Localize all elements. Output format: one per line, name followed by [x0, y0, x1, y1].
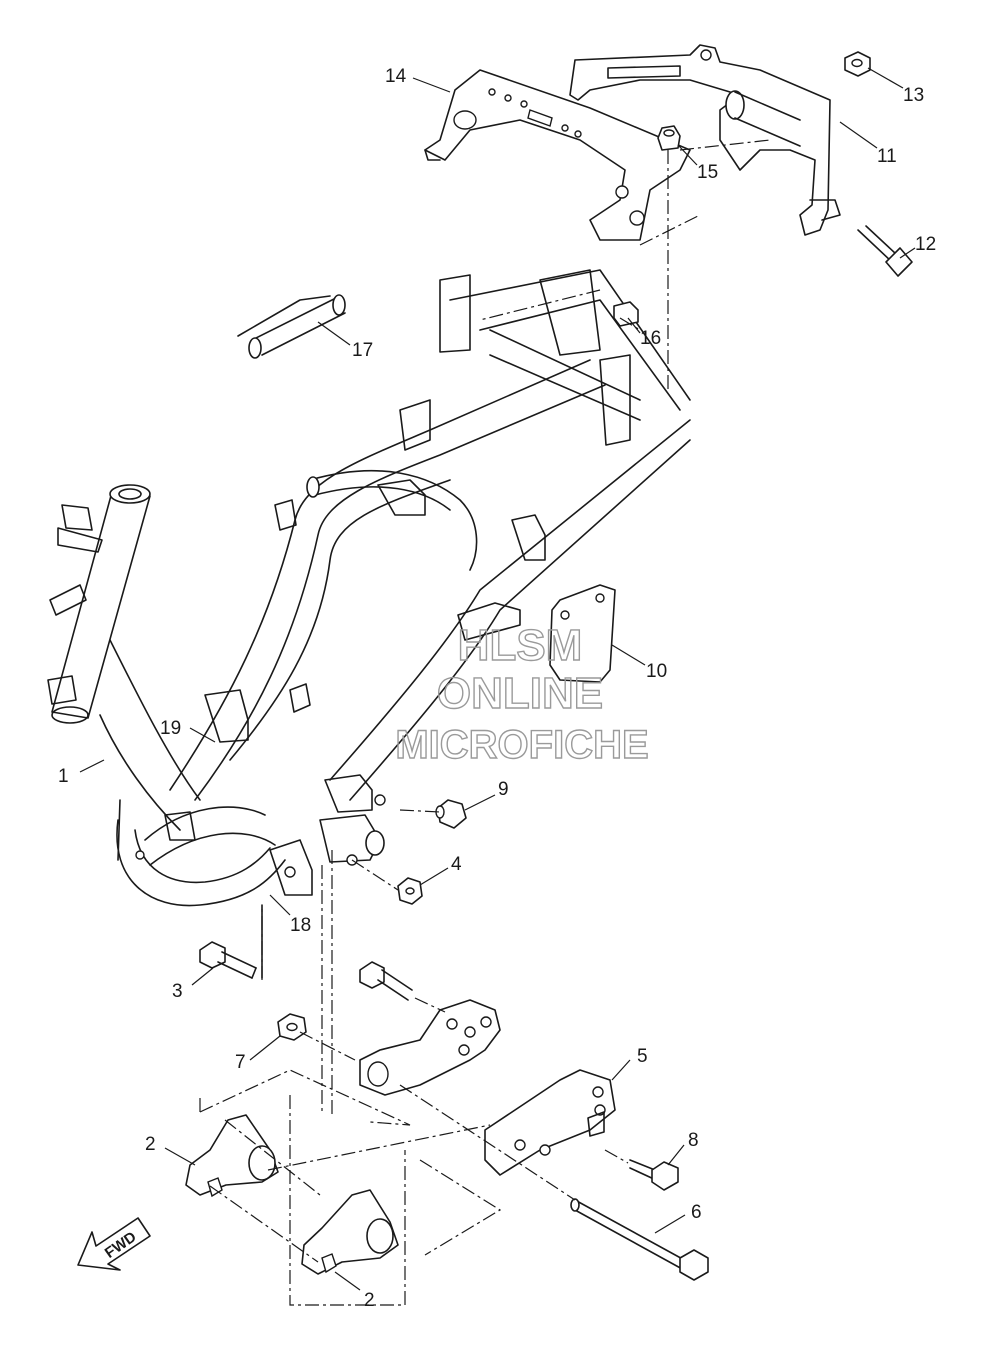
part-5-bracket: [359, 999, 616, 1176]
part-13-nut: [844, 51, 871, 77]
fwd-arrow-icon: FWD: [77, 1217, 151, 1271]
watermark: HLSM ONLINE MICROFICHE: [395, 620, 650, 767]
callout-3: 3: [172, 981, 183, 1002]
callout-8: 8: [688, 1130, 699, 1151]
part-8-bolt: [629, 1159, 679, 1191]
callout-2-lower: 2: [364, 1290, 375, 1311]
stand-bolt: [359, 961, 413, 1001]
part-10-plate: [457, 584, 616, 683]
callout-6: 6: [691, 1202, 702, 1223]
assembly-lines: [199, 139, 771, 1306]
part-16-damper: [613, 301, 639, 327]
watermark-line-2: ONLINE: [437, 669, 603, 718]
part-17-tube: [237, 294, 346, 359]
part-9-collar: [435, 799, 467, 829]
callout-18: 18: [290, 915, 311, 936]
watermark-line-3: MICROFICHE: [395, 723, 648, 767]
part-2-bushing-right: [301, 1189, 399, 1275]
part-6-long-bolt: [570, 1198, 709, 1281]
part-2-bushing-left: [185, 1114, 279, 1198]
rear-bracket-14: [424, 69, 691, 241]
rear-bracket-11: [569, 44, 841, 236]
callout-16: 16: [640, 328, 661, 349]
callout-19: 19: [160, 718, 181, 739]
part-7-washer: [277, 1013, 307, 1041]
part-3-bolt: [199, 941, 257, 979]
callout-11: 11: [877, 146, 897, 167]
callout-4: 4: [451, 854, 462, 875]
callout-17: 17: [352, 340, 373, 361]
callout-12: 12: [915, 234, 936, 255]
callout-15: 15: [697, 162, 718, 183]
callout-10: 10: [646, 661, 667, 682]
leader-lines: [79, 67, 916, 1291]
callout-7: 7: [235, 1052, 246, 1073]
frame-assembly: [47, 269, 691, 907]
callout-9: 9: [498, 779, 509, 800]
part-12-bolt: [857, 225, 913, 277]
part-15-grommet: [657, 125, 681, 151]
part-4-nut: [397, 877, 423, 905]
callout-14: 14: [385, 66, 407, 87]
callout-5: 5: [637, 1046, 648, 1067]
watermark-line-1: HLSM: [458, 621, 583, 670]
callout-1: 1: [58, 766, 69, 787]
callout-2-upper: 2: [145, 1134, 156, 1155]
callout-labels: 1 2 2 3 4 5 6 7 8 9 10 11 12 13 14 15 16…: [58, 66, 936, 1311]
callout-13: 13: [903, 85, 924, 106]
